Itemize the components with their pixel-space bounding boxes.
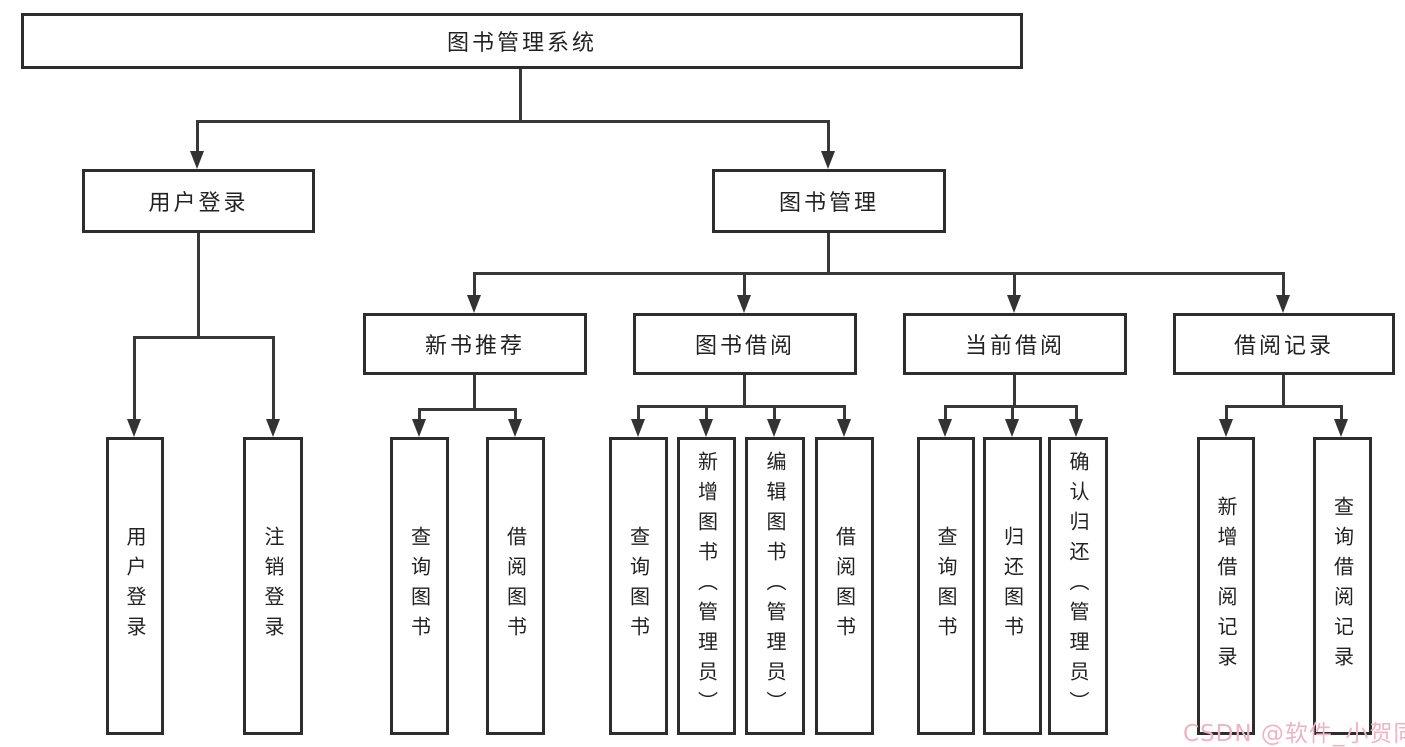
connector-bookmgmt-stem	[827, 233, 830, 272]
arrow-down-icon	[767, 419, 781, 437]
leaf-label: 查询图书	[626, 526, 651, 646]
arrow-down-icon	[1069, 419, 1083, 437]
node-label: 图书管理	[778, 191, 879, 216]
node-book-management: 图书管理	[712, 169, 946, 233]
connector-drop-current-borrow	[1013, 272, 1016, 296]
arrow-down-icon	[699, 419, 713, 437]
arrow-down-icon	[737, 295, 751, 313]
connector-drop-book-management	[827, 120, 830, 153]
leaf-logout-login: 注销登录	[243, 437, 303, 735]
connector-root-crossbar	[196, 120, 830, 123]
node-label: 图书借阅	[694, 334, 795, 359]
connector-drop	[418, 408, 421, 420]
arrow-down-icon	[467, 295, 481, 313]
arrow-down-icon	[821, 151, 835, 169]
arrow-down-icon	[938, 419, 952, 437]
arrow-down-icon	[1005, 419, 1019, 437]
connector-drop-book-borrow	[743, 272, 746, 296]
arrow-down-icon	[266, 419, 280, 437]
connector-drop	[1225, 405, 1228, 420]
node-label: 新书推荐	[424, 334, 525, 359]
connector-drop	[1340, 405, 1343, 420]
leaf-borrow-books: 借阅图书	[815, 437, 874, 735]
connector-bookborrow-crossbar	[637, 405, 845, 408]
node-new-book-recommend: 新书推荐	[363, 313, 587, 375]
csdn-watermark: CSDN @软件_小贺同学	[1183, 721, 1405, 747]
connector-drop-new-book	[473, 272, 476, 296]
leaf-query-books-current: 查询图书	[917, 437, 975, 735]
connector-newbook-crossbar	[418, 408, 516, 411]
leaf-query-books-recommend: 查询图书	[390, 437, 449, 735]
leaf-add-books-admin: 新增图书（管理员）	[677, 437, 736, 735]
leaf-borrow-books-recommend: 借阅图书	[486, 437, 545, 735]
connector-userlogin-stem	[197, 233, 200, 336]
connector-drop-leaf-logout	[272, 336, 275, 420]
arrow-down-icon	[1276, 295, 1290, 313]
connector-drop	[944, 405, 947, 420]
leaf-label: 编辑图书（管理员）	[763, 451, 787, 721]
leaf-add-borrow-record: 新增借阅记录	[1197, 437, 1255, 735]
leaf-label: 查询借阅记录	[1330, 496, 1355, 676]
node-current-borrow: 当前借阅	[903, 313, 1127, 375]
leaf-label: 查询图书	[934, 526, 958, 646]
leaf-label: 借阅图书	[832, 526, 857, 646]
arrow-down-icon	[1219, 419, 1233, 437]
connector-root-stem	[519, 69, 522, 120]
connector-drop-user-login	[196, 120, 199, 153]
leaf-label: 确认归还（管理员）	[1066, 451, 1090, 721]
leaf-query-borrow-record: 查询借阅记录	[1313, 437, 1372, 735]
leaf-label: 用户登录	[123, 526, 147, 646]
connector-drop	[773, 405, 776, 420]
leaf-label: 注销登录	[261, 526, 285, 646]
arrow-down-icon	[508, 419, 522, 437]
connector-drop	[1075, 405, 1078, 420]
arrow-down-icon	[190, 151, 204, 169]
node-label: 图书管理系统	[446, 31, 597, 56]
arrow-down-icon	[1334, 419, 1348, 437]
leaf-label: 查询图书	[407, 526, 432, 646]
node-book-borrow: 图书借阅	[633, 313, 857, 375]
node-borrow-records: 借阅记录	[1173, 313, 1395, 375]
connector-drop-borrow-records	[1282, 272, 1285, 296]
node-label: 当前借阅	[964, 334, 1065, 359]
leaf-label: 新增借阅记录	[1214, 496, 1238, 676]
connector-borrowrecords-stem	[1282, 375, 1285, 405]
arrow-down-icon	[631, 419, 645, 437]
connector-drop-leaf-user-login	[133, 336, 136, 420]
leaf-confirm-return-admin: 确认归还（管理员）	[1048, 437, 1108, 735]
connector-newbook-stem	[473, 375, 476, 408]
connector-drop	[1011, 405, 1014, 420]
node-label: 用户登录	[148, 191, 249, 216]
connector-drop	[514, 408, 517, 420]
leaf-edit-books-admin: 编辑图书（管理员）	[745, 437, 805, 735]
connector-borrowrecords-crossbar	[1225, 405, 1343, 408]
connector-drop	[705, 405, 708, 420]
node-user-login: 用户登录	[82, 169, 315, 233]
connector-currentborrow-stem	[1013, 375, 1016, 405]
arrow-down-icon	[412, 419, 426, 437]
connector-drop	[637, 405, 640, 420]
leaf-label: 新增图书（管理员）	[694, 451, 719, 721]
arrow-down-icon	[127, 419, 141, 437]
connector-bookmgmt-crossbar	[473, 272, 1285, 275]
arrow-down-icon	[837, 419, 851, 437]
leaf-return-books: 归还图书	[983, 437, 1042, 735]
node-label: 借阅记录	[1233, 334, 1334, 359]
arrow-down-icon	[1007, 295, 1021, 313]
connector-bookborrow-stem	[743, 375, 746, 405]
connector-drop	[843, 405, 846, 420]
leaf-label: 借阅图书	[503, 526, 528, 646]
leaf-user-login: 用户登录	[106, 437, 164, 735]
leaf-query-books-borrow: 查询图书	[609, 437, 668, 735]
node-library-management-system: 图书管理系统	[21, 13, 1023, 69]
connector-userlogin-crossbar	[133, 336, 275, 339]
leaf-label: 归还图书	[1000, 526, 1025, 646]
